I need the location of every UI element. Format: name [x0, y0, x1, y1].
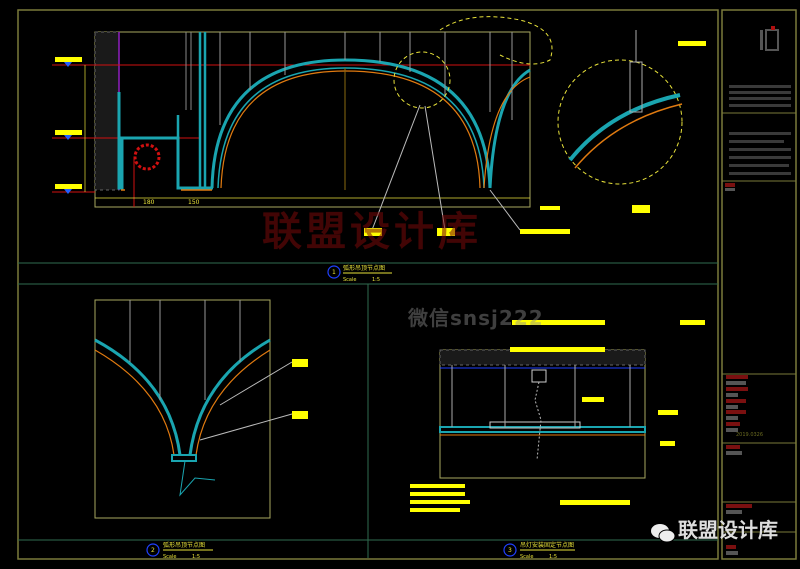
title-block-date: 2019.0326: [736, 432, 763, 438]
detail-3-title-text: 吊灯安装固定节点图: [520, 541, 574, 549]
detail-3-scale-label: Scale: [520, 554, 533, 560]
title-block-contents: [722, 26, 796, 555]
detail-2-drawing: [94, 299, 308, 519]
detail-1-number: 1: [332, 269, 336, 276]
title-block: [721, 9, 797, 560]
dimension-150: 150: [188, 199, 200, 206]
detail-2-title-text: 弧形吊顶节点图: [163, 541, 205, 549]
wechat-icon: [651, 524, 676, 543]
detail-3-title: [503, 543, 575, 557]
detail-1-scale-label: Scale: [343, 277, 356, 283]
detail-2-scale-value: 1:5: [192, 554, 200, 560]
detail-1-title: [327, 265, 392, 279]
watermark-brand: 联盟设计库: [678, 518, 778, 542]
watermark-main: 联盟设计库: [262, 209, 482, 255]
watermark-sub: 微信snsj222: [408, 306, 544, 330]
dimension-180: 180: [143, 199, 155, 206]
detail-2-scale-label: Scale: [163, 554, 176, 560]
detail-1-drawing: [52, 16, 706, 236]
detail-3-number: 3: [508, 547, 512, 554]
detail-3-scale-value: 1:5: [549, 554, 557, 560]
detail-2-title: [146, 543, 213, 557]
detail-1-scale-value: 1:5: [372, 277, 380, 283]
detail-1-title-text: 弧形吊顶节点图: [343, 264, 385, 272]
detail-2-number: 2: [151, 547, 155, 554]
detail-3-drawing: [410, 320, 705, 512]
